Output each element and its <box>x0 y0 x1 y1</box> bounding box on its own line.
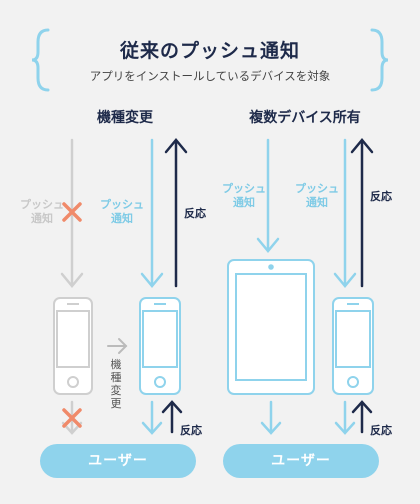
right-bottom-reaction-label: 反応 <box>370 424 392 437</box>
up-arrow-left-bottom <box>161 400 183 434</box>
page-subtitle: アプリをインストールしているデバイスを対象 <box>89 69 331 83</box>
cross-icon <box>62 202 82 222</box>
phone-push-label: プッシュ 通知 <box>295 182 339 209</box>
user-pill-right: ユーザー <box>223 444 379 478</box>
old-push-label: プッシュ 通知 <box>20 198 64 225</box>
tablet-push-label: プッシュ 通知 <box>222 182 266 209</box>
new-push-label: プッシュ 通知 <box>100 198 144 225</box>
right-reaction-label: 反応 <box>370 190 392 203</box>
migrate-label: 機種変更 <box>110 358 122 410</box>
arrow-right-icon <box>107 338 128 354</box>
page-title: 従来のプッシュ通知 <box>119 40 300 62</box>
left-brace-icon <box>31 28 50 92</box>
left-column-heading: 機種変更 <box>97 110 153 126</box>
tablet-icon <box>227 259 315 395</box>
reaction-arrow-right <box>350 138 374 288</box>
left-bottom-reaction-label: 反応 <box>180 424 202 437</box>
phone-push-arrow <box>333 138 357 288</box>
reaction-arrow-left <box>164 138 188 288</box>
right-brace-icon <box>370 28 389 92</box>
down-arrow-tablet-bottom <box>260 400 282 435</box>
right-column-heading: 複数デバイス所有 <box>249 110 361 126</box>
down-arrow-right-bottom <box>334 400 356 435</box>
smartphone-icon <box>53 297 93 395</box>
smartphone-icon <box>139 297 181 395</box>
tablet-push-arrow <box>256 138 280 253</box>
new-push-arrow <box>140 138 164 288</box>
user-pill-left: ユーザー <box>40 444 196 478</box>
up-arrow-right-bottom <box>351 400 373 434</box>
cross-icon <box>62 408 82 428</box>
left-reaction-label: 反応 <box>184 207 206 220</box>
down-arrow-left-bottom <box>141 400 163 435</box>
smartphone-icon <box>332 297 374 395</box>
